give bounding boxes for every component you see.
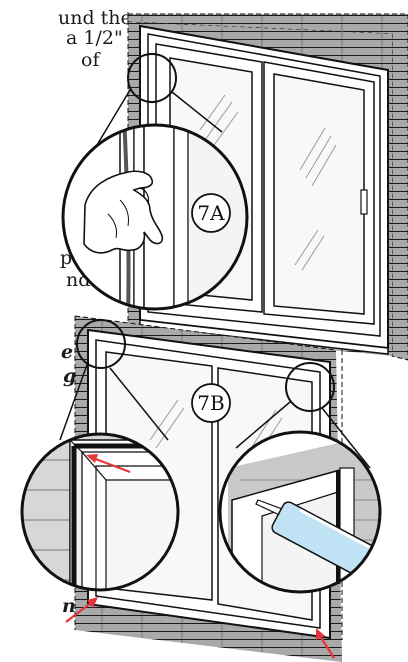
label-7a: 7A xyxy=(197,201,225,225)
label-7b: 7B xyxy=(197,391,224,415)
figure-7b: 7B xyxy=(20,316,390,662)
figure-7a: 7A xyxy=(60,12,408,360)
